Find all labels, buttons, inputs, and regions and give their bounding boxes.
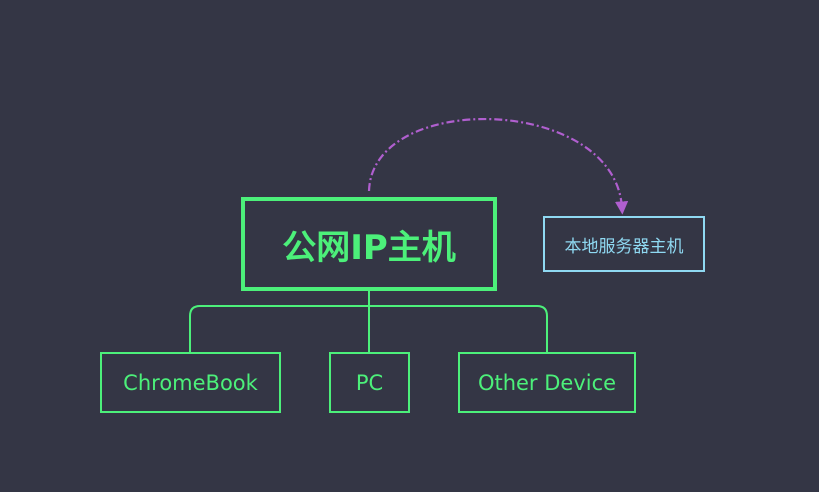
child-node-chromebook[interactable]: ChromeBook [100, 352, 281, 413]
connector-branch-bar [189, 305, 548, 352]
child-node-label: ChromeBook [123, 370, 258, 395]
child-node-pc[interactable]: PC [329, 352, 410, 413]
root-node-label: 公网IP主机 [282, 227, 456, 268]
child-node-other-device[interactable]: Other Device [458, 352, 636, 413]
side-node-local-server[interactable]: 本地服务器主机 [543, 216, 705, 272]
root-node[interactable]: 公网IP主机 [241, 197, 497, 291]
child-node-label: Other Device [477, 370, 617, 395]
child-node-label: PC [355, 370, 384, 395]
side-node-label: 本地服务器主机 [564, 236, 684, 257]
relation-arrow [367, 118, 629, 215]
